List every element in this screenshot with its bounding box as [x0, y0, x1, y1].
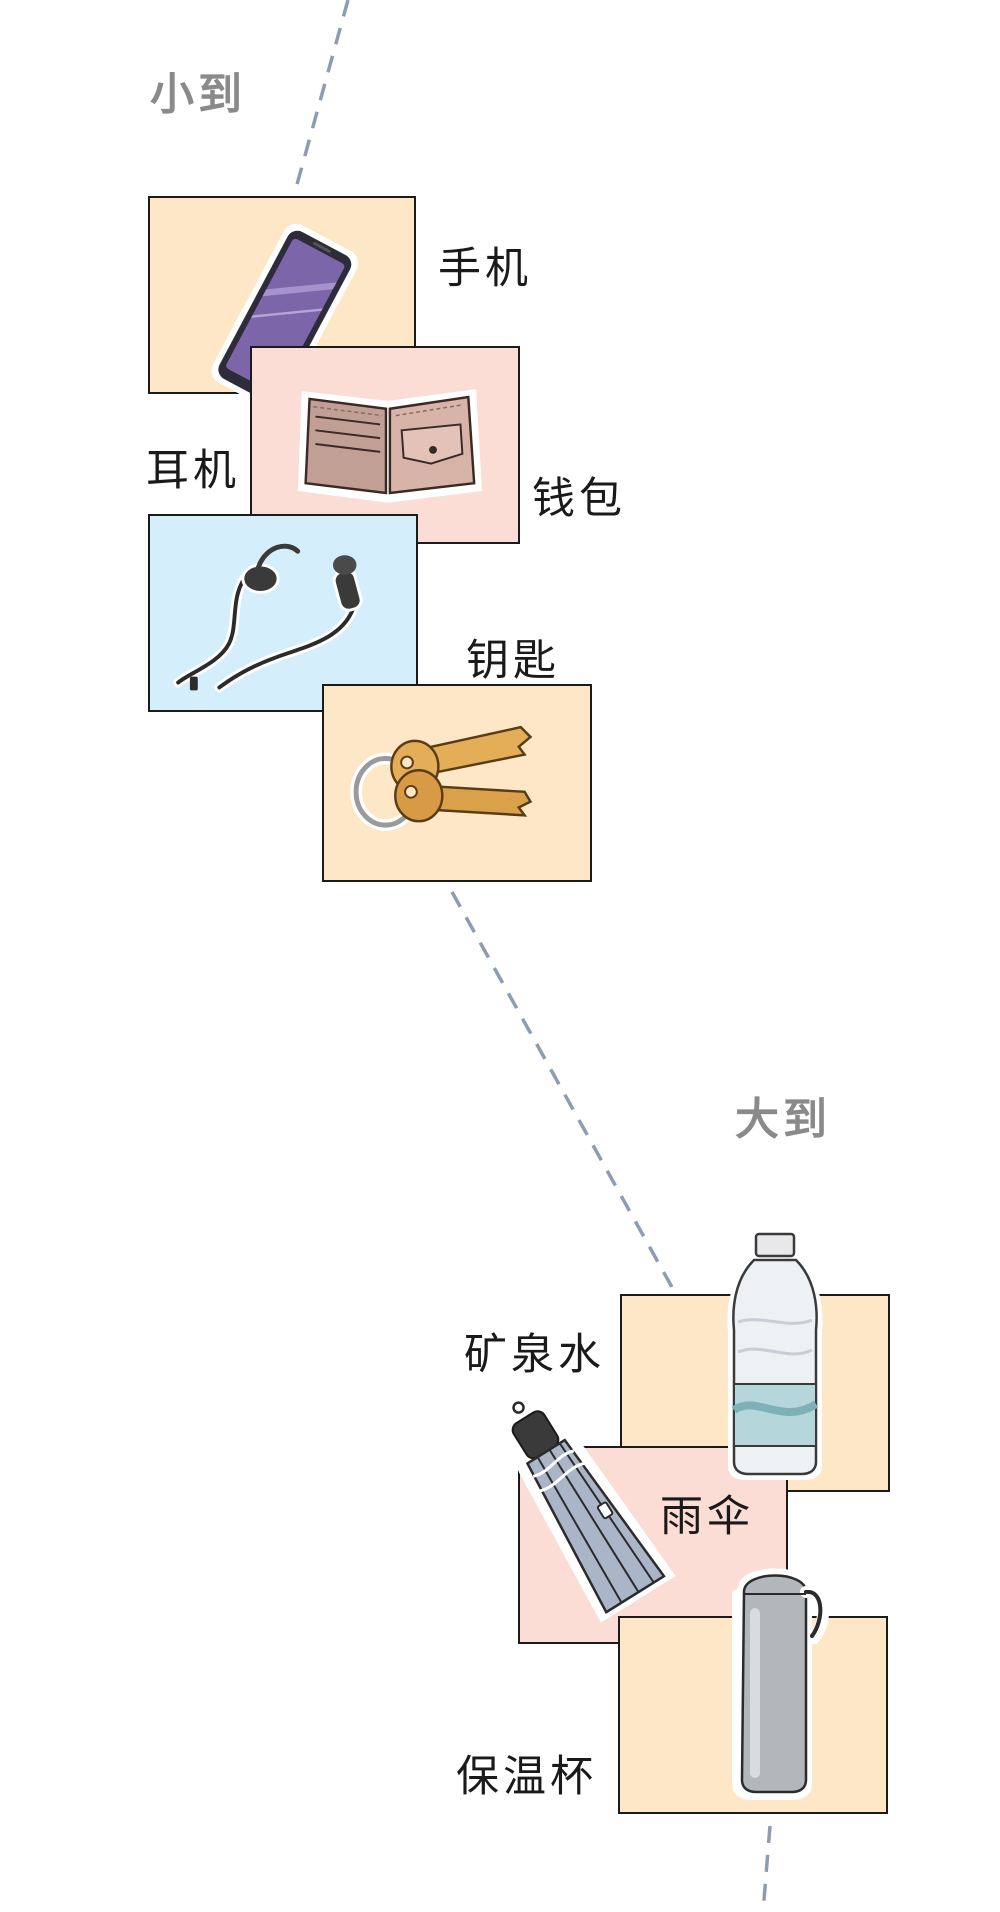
large-group-heading: 大到: [735, 1094, 831, 1145]
water-bottle-icon: [727, 1228, 823, 1480]
earphones-label: 耳机: [146, 446, 240, 496]
keys-label: 钥匙: [466, 636, 560, 686]
earphones-icon: [173, 543, 363, 693]
keys-card: [322, 684, 592, 882]
wallet-card: [250, 346, 520, 544]
keys-icon: [350, 725, 533, 832]
wallet-label: 钱包: [532, 474, 626, 524]
thermos-label: 保温杯: [456, 1752, 597, 1802]
small-group-heading: 小到: [150, 69, 246, 120]
phone-label: 手机: [438, 244, 532, 294]
earphones-card: [148, 514, 418, 712]
umbrella-icon: [499, 1398, 676, 1623]
thermos-item: [722, 1552, 832, 1802]
umbrella-item: [470, 1386, 690, 1626]
umbrella-label: 雨伞: [660, 1492, 754, 1542]
wallet-icon: [297, 389, 482, 503]
water-bottle-item: [722, 1222, 828, 1484]
thermos-icon: [732, 1568, 829, 1800]
water-bottle-label: 矿泉水: [464, 1330, 605, 1380]
